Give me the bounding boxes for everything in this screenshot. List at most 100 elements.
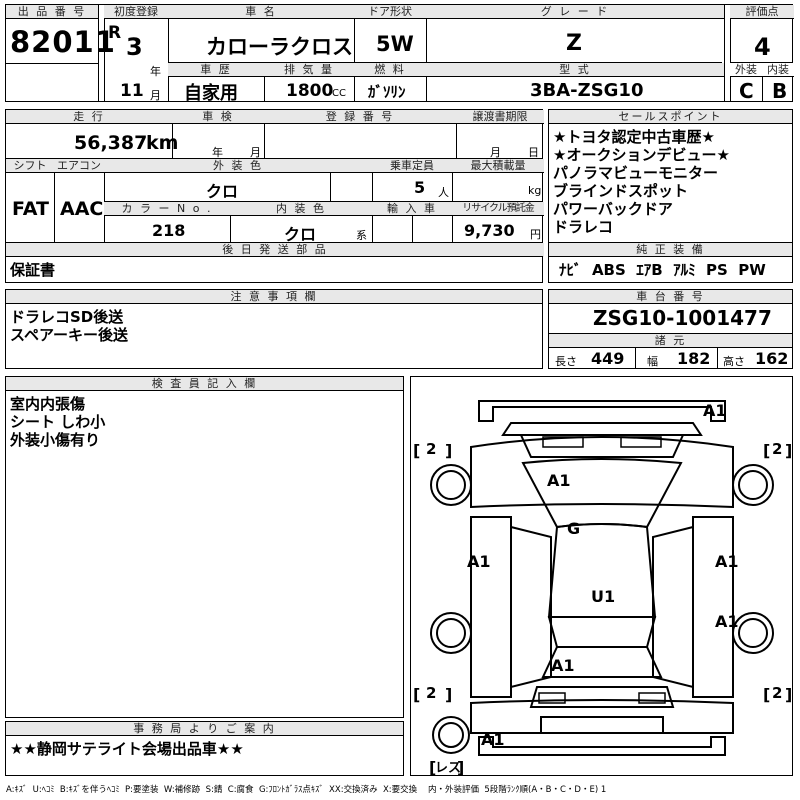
history: 自家用 [184, 83, 238, 104]
lot-label: 出 品 番 号 [6, 5, 98, 19]
mark-front-bumper: A1 [703, 401, 727, 420]
int-color-label: 内 装 色 [230, 202, 372, 216]
height: 162 [755, 349, 789, 368]
car-name: カローラクロス [206, 35, 353, 59]
later-parts-label: 後 日 発 送 部 品 [6, 243, 544, 257]
ext-color-label: 外 装 色 [104, 159, 372, 173]
lot-number: 82011 [10, 25, 116, 59]
max-load-unit: kg [528, 184, 542, 197]
width-label: 幅 [647, 355, 658, 368]
notes-block: 注 意 事 項 欄 ドラレコSD後送スペアーキー後送 [5, 289, 543, 369]
note-line-2: スペアーキー後送 [10, 326, 129, 344]
sales-point-label: セールスポイント [549, 110, 792, 124]
fuel-label: 燃 料 [354, 63, 426, 77]
later-parts-block: 保証書 [5, 256, 543, 283]
shift: FAT [12, 198, 49, 220]
chassis-label: 車 台 番 号 [549, 290, 792, 304]
first-reg-cell: 初度登録 R 3 年 11 月 [104, 5, 168, 102]
ac-label: エアコン [54, 159, 104, 173]
int-grade: B [772, 79, 788, 103]
inspector-list: 室内内張傷シート しわ小外装小傷有り [10, 395, 105, 449]
mileage: 56,387 [74, 132, 148, 154]
history-label: 車 歴 [168, 63, 264, 77]
inspection-year-unit: 年 [212, 146, 223, 159]
office-notice: ★★静岡サテライト会場出品車★★ [10, 740, 244, 758]
svg-text:]: ] [785, 685, 792, 704]
svg-text:[: [ [413, 441, 420, 460]
int-color-unit: 系 [356, 229, 367, 242]
svg-text:[: [ [763, 685, 770, 704]
door-type: 5W [376, 32, 414, 56]
chassis-number: ZSG10-1001477 [593, 306, 772, 330]
mark-rear-glass: A1 [551, 656, 575, 675]
length: 449 [591, 349, 625, 368]
sales-point-line-3: パノラマビューモニター [553, 164, 719, 182]
capacity-label: 乗車定員 [372, 159, 452, 173]
reg-month: 11 [120, 81, 144, 101]
tire-rear-left-tread: 2 [426, 684, 437, 702]
shift-label: シフト [6, 159, 54, 173]
inspection-month-unit: 月 [250, 146, 261, 159]
lot-cell: 出 品 番 号 82011 [6, 5, 115, 102]
score-label: 評価点 [730, 5, 794, 19]
reg-year-unit: 年 [150, 65, 161, 78]
mark-right-rear-door: A1 [715, 612, 739, 631]
inspector-block: 検 査 員 記 入 欄 室内内張傷シート しわ小外装小傷有り [5, 376, 404, 718]
sales-point-line-2: ★オークションデビュー★ [553, 146, 730, 164]
tire-front-right-tread: 2 [772, 440, 783, 458]
import-label: 輸 入 車 [372, 202, 452, 216]
damage-diagram: [] [] [] [] [] 2 2 2 2 レス A1 A1 G A1 A1 … [410, 376, 793, 776]
transfer-month-unit: 月 [490, 146, 501, 159]
mileage-unit: km [146, 132, 179, 154]
grade-label: グ レ ー ド [426, 5, 724, 19]
door-label: ドア形状 [354, 5, 426, 19]
vehicle-info-block: 走 行 56,387 km 車 検 年 月 登 録 番 号 譲渡書期限 月 日 … [5, 109, 544, 257]
height-label: 高さ [723, 355, 745, 368]
displacement: 1800 [286, 81, 334, 101]
disp-unit: CC [332, 88, 346, 99]
header-block: 出 品 番 号 82011 初度登録 R 3 年 11 月 車 名 カローラクロ… [5, 4, 794, 104]
note-line-1: ドラレコSD後送 [10, 308, 124, 326]
sales-point-line-6: ドラレコ [553, 218, 614, 236]
int-color: クロ [284, 225, 317, 244]
model-code: 3BA-ZSG10 [530, 80, 644, 101]
capacity: 5 [414, 178, 426, 197]
color-no: 218 [152, 221, 186, 240]
car-name-label: 車 名 [168, 5, 354, 19]
ext-grade-label: 外装 [730, 63, 762, 77]
length-label: 長さ [555, 355, 577, 368]
notes-list: ドラレコSD後送スペアーキー後送 [10, 308, 128, 344]
inspector-note-line-2: シート しわ小 [10, 413, 106, 431]
color-no-label: カ ラ ー N o . [104, 202, 230, 216]
int-grade-label: 内装 [762, 63, 794, 77]
later-parts: 保証書 [10, 261, 56, 279]
sales-point-block: セールスポイント ★トヨタ認定中古車歴★★オークションデビュー★パノラマビューモ… [548, 109, 793, 283]
capacity-unit: 人 [438, 186, 449, 199]
equipment: ﾅﾋﾞ ABS ｴｱB ｱﾙﾐ PS PW [559, 261, 766, 279]
ext-color: クロ [206, 182, 239, 201]
mark-right-front-door: A1 [715, 552, 739, 571]
transfer-day-unit: 日 [528, 146, 539, 159]
office-block: 事 務 局 よ り ご 案 内 ★★静岡サテライト会場出品車★★ [5, 721, 404, 776]
mark-rear-bumper: A1 [481, 730, 505, 749]
inspector-note-line-3: 外装小傷有り [10, 431, 101, 449]
car-outline: [] [] [] [] [] [413, 400, 792, 775]
mark-hood: A1 [547, 471, 571, 490]
transfer-label: 譲渡書期限 [456, 110, 544, 124]
grade: Z [566, 31, 582, 56]
spare-tire-status: レス [435, 761, 462, 776]
first-reg-label: 初度登録 [104, 5, 168, 19]
legend: A:ｷｽﾞ U:ﾍｺﾐ B:ｷｽﾞを伴うﾍｺﾐ P:要塗装 W:補修跡 S:錆 … [6, 785, 607, 795]
specs-label: 諸 元 [549, 334, 792, 348]
mark-roof: U1 [591, 587, 616, 606]
model-label: 型 式 [426, 63, 724, 77]
svg-text:[: [ [429, 758, 436, 775]
svg-text:]: ] [457, 758, 464, 775]
reg-month-unit: 月 [150, 89, 161, 102]
svg-text:]: ] [785, 441, 792, 460]
sales-point-line-4: ブラインドスポット [553, 182, 689, 200]
max-load-label: 最大積載量 [452, 159, 544, 173]
score: 4 [754, 33, 771, 61]
notes-label: 注 意 事 項 欄 [6, 290, 542, 304]
mark-left-front-door: A1 [467, 552, 491, 571]
